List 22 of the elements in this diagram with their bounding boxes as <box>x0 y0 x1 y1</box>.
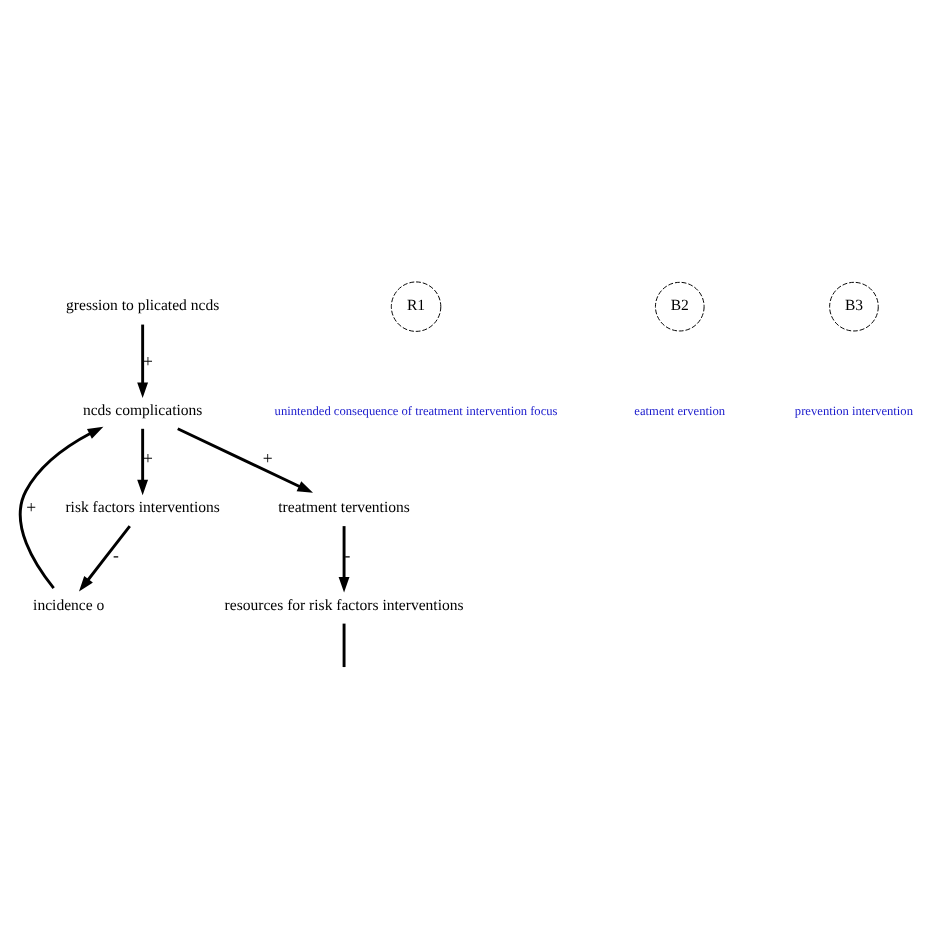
arrow <box>137 323 149 398</box>
arrow <box>338 525 350 592</box>
edge-label: + <box>143 447 153 468</box>
label: B3 <box>844 295 864 314</box>
edge-label: + <box>26 495 37 516</box>
arrow <box>18 425 104 588</box>
node-text: resources for risk factors interventions <box>224 594 464 613</box>
edge-label: - <box>112 544 119 565</box>
node-text: treatment terventions <box>278 497 410 516</box>
arrow <box>78 524 131 591</box>
node-text: risk factors interventions <box>65 497 220 516</box>
arrow <box>137 427 149 495</box>
label: R1 <box>407 295 426 314</box>
label: B2 <box>670 295 689 314</box>
node-text: gression to plicated ncds <box>66 295 220 314</box>
edge-label: + <box>262 447 273 468</box>
node-text: incidence o <box>33 594 105 613</box>
arrow <box>177 426 314 492</box>
node-text: ncds complications <box>82 399 203 418</box>
edge-label: - <box>344 544 351 565</box>
edge-label: + <box>143 349 153 370</box>
connector <box>342 622 346 667</box>
